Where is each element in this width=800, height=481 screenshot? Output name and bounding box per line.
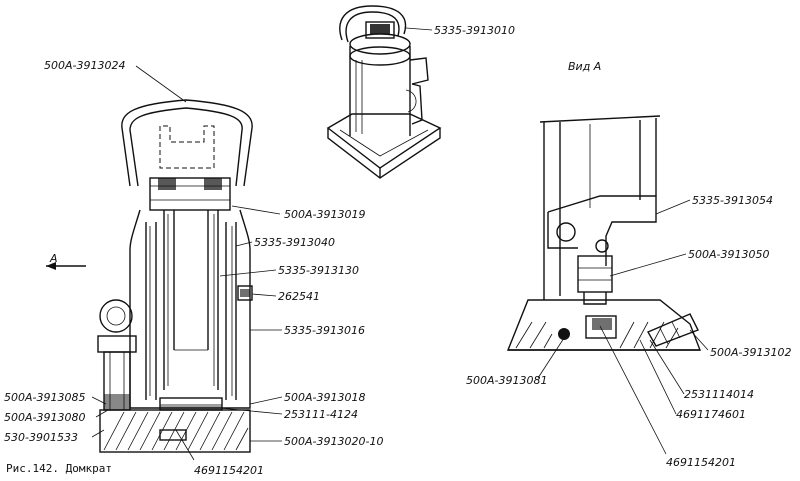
label-handle: 500А-3913024 — [44, 59, 125, 72]
label-right-6: 4691174601 — [676, 408, 746, 421]
label-part-3: 5335-3913130 — [278, 264, 359, 277]
label-right-5: 2531114014 — [684, 388, 754, 401]
part-labels: 500А-3913024 5335-3913010 Вид А А 500А-3… — [4, 24, 791, 477]
label-part-5: 5335-3913016 — [284, 324, 365, 337]
label-left-2: 500А-3913080 — [4, 411, 85, 424]
label-part-4: 262541 — [278, 290, 320, 303]
label-right-1: 5335-3913054 — [692, 194, 773, 207]
label-part-1: 500А-3913019 — [284, 208, 365, 221]
label-right-4: 500А-3913081 — [466, 374, 547, 387]
label-part-7: 253111-4124 — [284, 408, 358, 421]
label-right-2: 500А-3913050 — [688, 248, 769, 261]
view-a-detail — [506, 115, 702, 351]
label-part-6: 500А-3913018 — [284, 391, 365, 404]
label-part-2: 5335-3913040 — [254, 236, 335, 249]
figure-caption: Рис.142. Домкрат — [6, 462, 112, 475]
label-iso-body: 5335-3913010 — [434, 24, 515, 37]
label-arrow-a: А — [49, 252, 58, 265]
label-part-9: 4691154201 — [194, 464, 264, 477]
label-left-3: 530-3901533 — [4, 431, 78, 444]
label-right-3: 500А-3913102 — [710, 346, 791, 359]
label-right-7: 4691154201 — [666, 456, 736, 469]
label-view-a: Вид А — [568, 60, 601, 73]
label-part-8: 500А-3913020-10 — [284, 435, 383, 448]
leader-lines — [91, 27, 709, 461]
isometric-jack-view — [326, 5, 442, 179]
label-left-1: 500А-3913085 — [4, 391, 85, 404]
sectional-jack-view — [46, 99, 253, 453]
